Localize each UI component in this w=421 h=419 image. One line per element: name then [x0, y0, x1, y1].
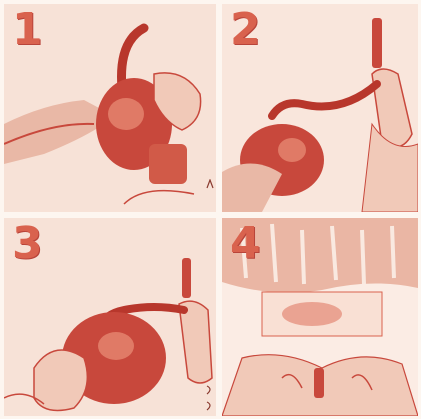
step-3-panel: 3 — [4, 218, 216, 416]
step-number: 4 — [230, 222, 260, 266]
edge-mark — [206, 178, 216, 192]
step-4-panel: 4 — [222, 218, 418, 416]
step-number: 3 — [12, 222, 42, 266]
edge-mark — [206, 400, 216, 414]
step-number: 2 — [230, 8, 260, 52]
step-2-panel: 2 — [222, 4, 418, 212]
step-number: 1 — [12, 8, 42, 52]
edge-mark — [206, 384, 216, 398]
step-1-panel: 1 — [4, 4, 216, 212]
